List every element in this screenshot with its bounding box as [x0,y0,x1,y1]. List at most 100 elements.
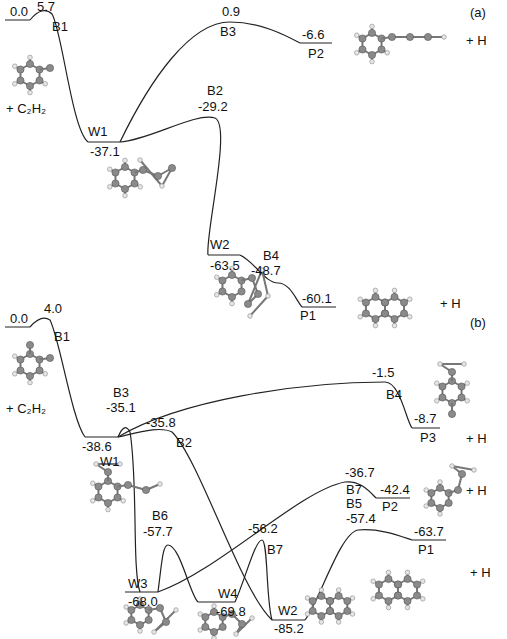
atom [344,607,351,614]
atom [372,293,379,300]
atom [138,158,143,163]
atom [36,367,43,374]
atom [335,592,342,599]
energy-value: -85.2 [274,622,304,636]
atom [326,607,333,614]
energy-value: 0.0 [10,312,28,326]
atom [319,620,324,625]
energy-value: -56.2 [248,522,278,536]
energy-value: -35.8 [146,416,176,430]
energy-value: -6.6 [302,28,324,42]
atom [359,46,366,53]
atom [43,82,48,87]
atom [436,504,443,511]
energy-value: -35.1 [106,401,136,415]
state-label: B1 [54,330,70,344]
atom [362,299,369,306]
atom [17,367,24,374]
atom [335,612,342,619]
atom [266,294,271,299]
atom [407,297,412,302]
atom [309,597,316,604]
atom [36,77,43,84]
energy-value: -37.1 [90,145,120,159]
atom [254,290,261,297]
atom [121,163,128,170]
atom [370,24,375,29]
state-label: W1 [88,125,108,139]
atom [458,470,465,477]
atom [145,616,152,623]
energy-value: -63.7 [414,525,444,539]
atom [12,82,17,87]
bond [250,296,268,316]
atom [112,180,119,187]
atom [123,193,128,198]
atom [154,172,161,179]
atom [394,592,401,599]
atom [26,60,33,67]
energy-value: 4.0 [44,302,62,316]
atom [465,381,470,386]
atom [136,621,143,628]
atom [404,575,411,582]
atom [26,82,33,89]
atom [326,597,333,604]
atom [123,158,128,163]
bond [154,610,176,632]
state-label: W4 [218,587,238,601]
atom [472,468,477,473]
atom [454,486,461,493]
atom [439,394,446,401]
atom [336,620,341,625]
atom [174,608,179,613]
atom [12,64,17,69]
atom [336,588,341,593]
atom [434,399,439,404]
energy-value: 0.0 [10,5,28,19]
atom [448,368,455,375]
atom [202,613,209,620]
atom [438,362,443,367]
energy-value: -38.6 [82,440,112,454]
atom [378,46,385,53]
atom [438,512,443,517]
atom [424,33,431,40]
atom [131,180,138,187]
atom [394,581,401,588]
atom [28,55,33,60]
atom [90,481,95,486]
atom [248,314,253,319]
atom [219,277,226,284]
atom [12,372,17,377]
state-label: P2 [382,500,398,514]
atom [465,399,470,404]
state-label: (b) [470,316,486,330]
atom [124,481,131,488]
atom [94,462,99,467]
atom [212,636,217,639]
atom [354,33,359,38]
atom [214,275,219,280]
atom [210,628,217,635]
atom [319,588,324,593]
energy-value: -69.8 [216,605,246,619]
atom [112,169,119,176]
atom [420,597,425,602]
atom [138,629,143,634]
atom [359,35,366,42]
energy-value: -57.7 [143,525,173,539]
atom [326,597,333,604]
state-label: B4 [386,388,402,402]
state-label: (a) [470,6,486,20]
atom [385,575,392,582]
atom [394,581,401,588]
energy-value: -36.7 [345,466,375,480]
bond [236,618,252,634]
atom [368,29,375,36]
atom [104,468,111,475]
atom [228,293,235,300]
atom [413,592,420,599]
energy-value: -1.5 [372,366,394,380]
state-label: B3 [113,386,129,400]
